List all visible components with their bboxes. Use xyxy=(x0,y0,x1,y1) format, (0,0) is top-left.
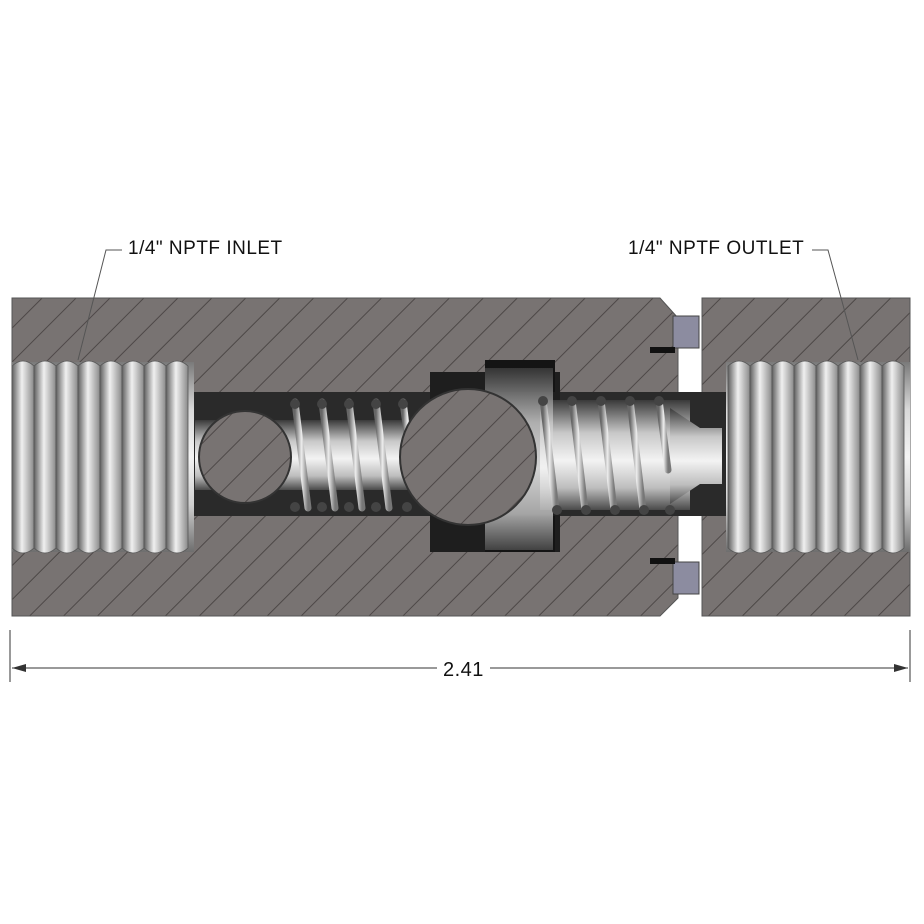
spring-right-ends xyxy=(538,396,675,515)
thread-tooth xyxy=(11,360,35,554)
thread-tooth xyxy=(33,360,57,554)
thread-tooth xyxy=(793,360,817,554)
seal-ring-bottom xyxy=(672,561,700,595)
inlet-port-label: 1/4" NPTF INLET xyxy=(128,238,283,259)
thread-tooth xyxy=(749,360,773,554)
inlet-threads xyxy=(11,360,194,554)
outlet-leader-line xyxy=(812,249,859,361)
thread-tooth xyxy=(859,360,883,554)
thread-tooth xyxy=(121,360,145,554)
thread-tooth xyxy=(837,360,861,554)
inlet-leader-line xyxy=(77,249,122,361)
check-ball-right xyxy=(399,388,537,526)
seal-groove-top xyxy=(650,347,675,353)
outlet-port-label: 1/4" NPTF OUTLET xyxy=(628,238,805,259)
thread-tooth xyxy=(77,360,101,554)
overall-length-label: 2.41 xyxy=(437,659,490,682)
thread-tooth xyxy=(771,360,795,554)
spring-right xyxy=(539,396,672,514)
thread-tooth xyxy=(815,360,839,554)
outlet-nozzle xyxy=(670,408,722,504)
seal-ring-top xyxy=(672,315,700,349)
thread-tooth xyxy=(881,360,905,554)
check-ball-left xyxy=(198,410,292,504)
thread-tooth xyxy=(165,360,189,554)
thread-tooth xyxy=(727,360,751,554)
seal-groove-bottom xyxy=(650,558,675,564)
spring-left-ends xyxy=(290,399,412,512)
thread-tooth xyxy=(143,360,167,554)
thread-tooth xyxy=(99,360,123,554)
outlet-threads xyxy=(726,360,910,554)
thread-tooth xyxy=(55,360,79,554)
